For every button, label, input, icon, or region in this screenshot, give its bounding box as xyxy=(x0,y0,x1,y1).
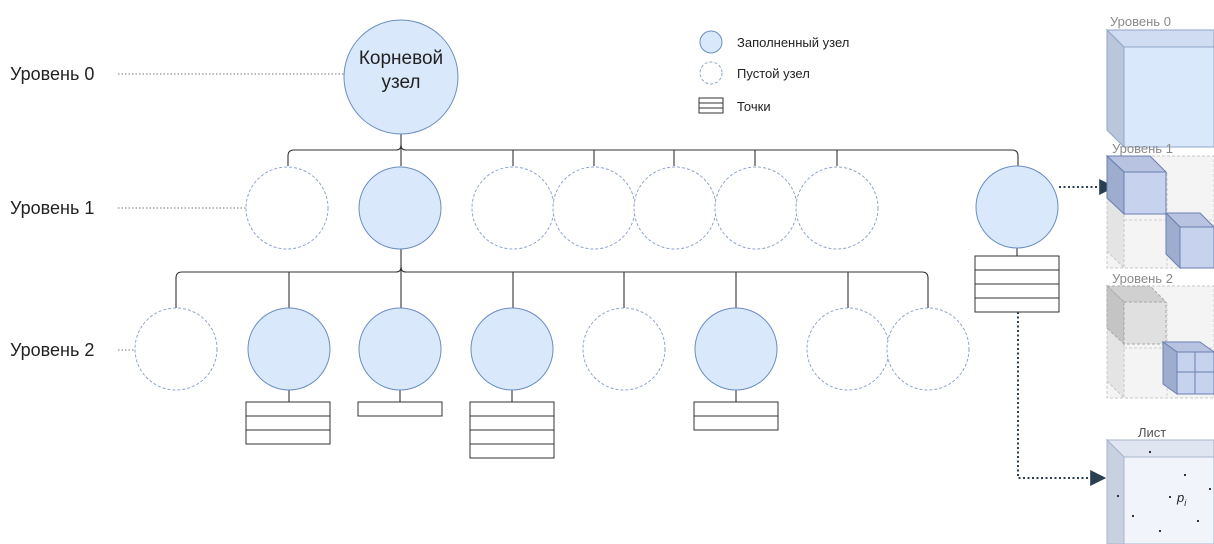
level-1-node xyxy=(714,166,798,250)
legend-points-label: Точки xyxy=(737,99,771,114)
cube-level-1: Уровень 1 xyxy=(1105,141,1214,270)
legend-filled-label: Заполненный узел xyxy=(737,35,849,50)
level-1-label: Уровень 1 xyxy=(10,198,94,218)
legend-points-icon xyxy=(698,97,724,114)
cube-leaf: Лист pi xyxy=(1105,425,1214,544)
level-2-node xyxy=(134,307,218,391)
root-node: Корневой узел xyxy=(343,19,459,135)
level-0-label: Уровень 0 xyxy=(10,64,94,84)
level-1-node xyxy=(795,166,879,250)
level-2-node xyxy=(358,307,442,391)
level-1-nodes xyxy=(245,165,1059,250)
edges-level1 xyxy=(175,249,929,308)
arrow-to-leaf-cube xyxy=(1017,312,1107,486)
points-box xyxy=(693,401,779,431)
level-2-node xyxy=(247,307,331,391)
level-2-node xyxy=(806,307,890,391)
level-1-node xyxy=(975,165,1059,249)
legend-filled-icon xyxy=(699,30,723,54)
legend: Заполненный узел Пустой узел Точки xyxy=(698,30,849,114)
level-1-node xyxy=(633,166,717,250)
level-2-label: Уровень 2 xyxy=(10,340,94,360)
cube-level-0-label: Уровень 0 xyxy=(1110,14,1171,29)
level-2-node xyxy=(470,307,554,391)
point-label: pi xyxy=(1176,490,1187,508)
points-box xyxy=(974,255,1060,313)
points-box xyxy=(469,401,555,459)
cube-level-2: Уровень 2 xyxy=(1105,271,1214,400)
level-1-node xyxy=(471,166,555,250)
cube-leaf-label: Лист xyxy=(1138,425,1166,440)
cube-level-1-label: Уровень 1 xyxy=(1112,141,1173,156)
leaf-points xyxy=(1116,450,1212,533)
points-box xyxy=(357,401,443,417)
cube-level-2-label: Уровень 2 xyxy=(1112,271,1173,286)
edges-points xyxy=(288,248,1018,402)
cube-level-0: Уровень 0 xyxy=(1105,14,1214,149)
points-box xyxy=(245,401,331,445)
level-1-node xyxy=(245,166,329,250)
level-2-node xyxy=(694,307,778,391)
level-2-node xyxy=(582,307,666,391)
root-label-line1: Корневой xyxy=(359,48,443,69)
edges-root xyxy=(287,128,1019,166)
level-2-node xyxy=(886,307,970,391)
legend-empty-icon xyxy=(699,61,723,85)
root-label-line2: узел xyxy=(381,72,420,93)
legend-empty-label: Пустой узел xyxy=(737,66,810,81)
level-2-nodes xyxy=(134,307,970,391)
level-1-node xyxy=(358,166,442,250)
level-1-node xyxy=(552,166,636,250)
